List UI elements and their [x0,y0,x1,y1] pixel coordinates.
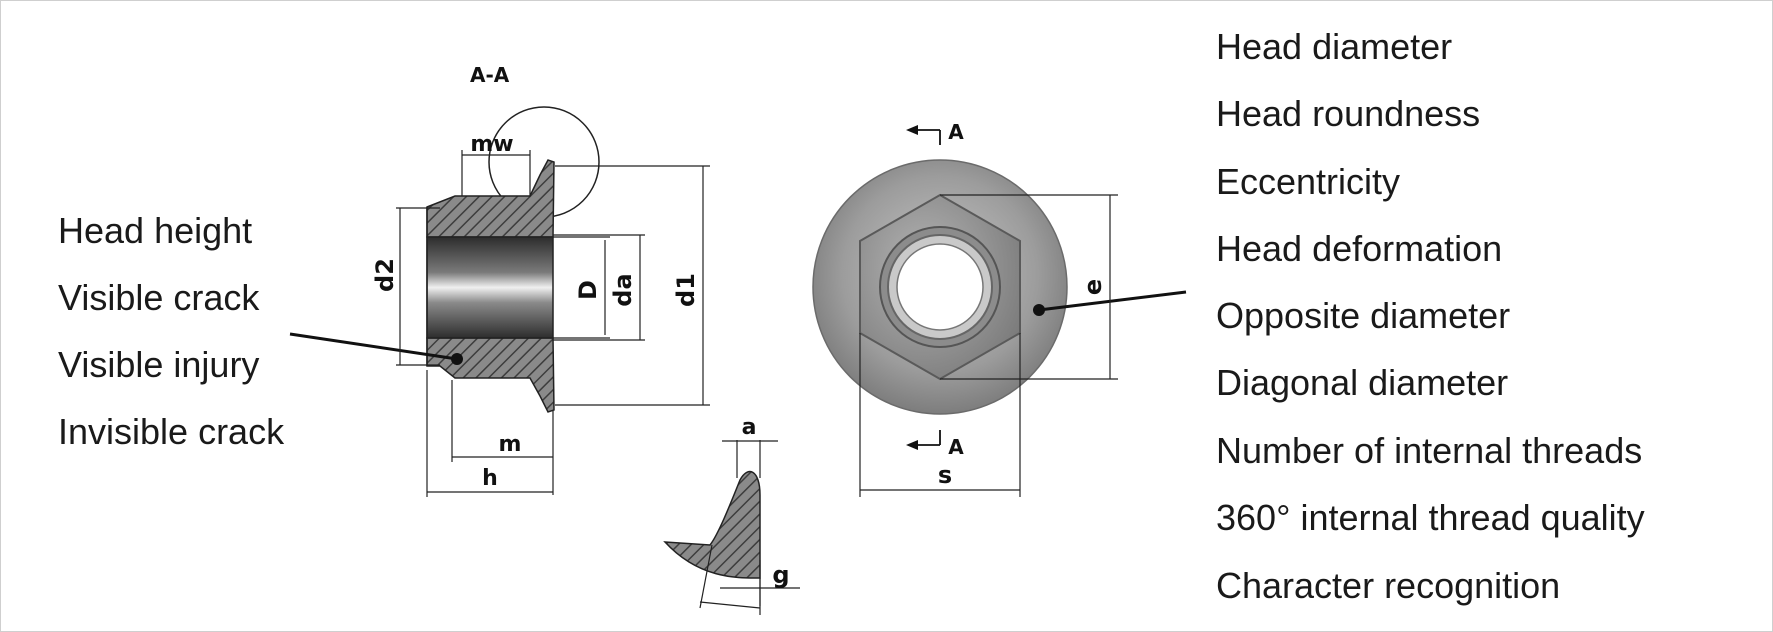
nut-bore [896,243,984,331]
label-visible-injury: Visible injury [58,344,260,385]
label-character-recognition: Character recognition [1216,565,1561,606]
label-opposite-diameter: Opposite diameter [1216,295,1511,336]
crack-leader [289,332,458,361]
section-bore [426,236,554,339]
label-eccentricity: Eccentricity [1216,161,1401,202]
label-invisible-crack: Invisible crack [58,411,285,452]
dim-da: da [609,273,637,306]
section-title: A-A [470,63,510,87]
label-internal-threads: Number of internal threads [1216,430,1643,471]
section-mark-top: A [948,120,964,144]
label-head-diameter: Head diameter [1216,26,1453,67]
dim-s: s [938,461,952,489]
dim-a: a [742,415,757,440]
section-mark-bottom: A [948,435,964,459]
dim-e: e [1079,279,1107,295]
label-head-height: Head height [58,210,253,251]
label-thread-quality: 360° internal thread quality [1216,497,1645,538]
dim-mw: mw [470,132,513,157]
dim-g: g [772,561,789,589]
dim-m: m [499,432,522,457]
label-diagonal-diameter: Diagonal diameter [1216,362,1509,403]
dim-d2: d2 [371,258,399,292]
dim-h: h [482,466,498,491]
dim-D: D [574,280,602,300]
label-visible-crack: Visible crack [58,277,260,318]
section-body-bottom [426,337,555,413]
detail-flange [663,470,761,579]
dim-d1: d1 [672,273,700,307]
label-head-deformation: Head deformation [1216,228,1503,269]
measure-leader [1038,290,1187,312]
label-head-roundness: Head roundness [1216,93,1481,134]
